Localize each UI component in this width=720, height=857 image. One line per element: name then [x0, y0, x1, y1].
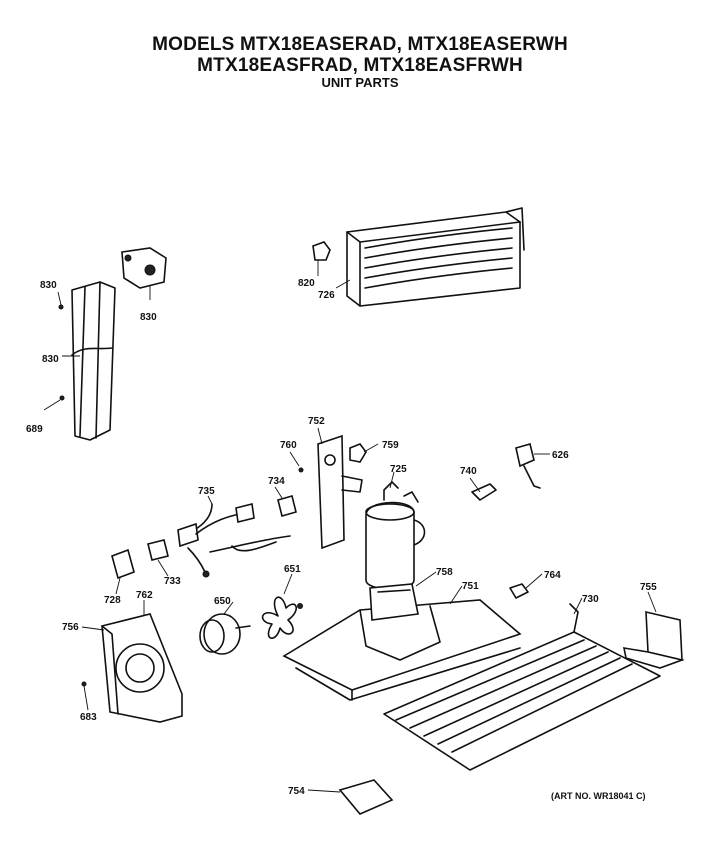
- part-764-clip: [509, 583, 529, 599]
- part-752-bracket: [317, 434, 363, 550]
- callout-830-screw: 830: [40, 280, 57, 291]
- callout-760: 760: [280, 440, 297, 451]
- part-830-bracket: [121, 247, 167, 289]
- part-650-fan-motor: [199, 613, 251, 655]
- part-754-bracket: [338, 779, 394, 815]
- part-728-capacitor: [111, 548, 135, 580]
- callout-725: 725: [390, 464, 407, 475]
- callout-626: 626: [552, 450, 569, 461]
- part-751-base-pan: [282, 599, 522, 701]
- callout-758: 758: [436, 567, 453, 578]
- callout-683: 683: [80, 712, 97, 723]
- callout-820: 820: [298, 278, 315, 289]
- art-number: (ART NO. WR18041 C): [551, 791, 646, 801]
- part-726-condenser: [346, 207, 525, 307]
- part-762-fan-shroud: [101, 613, 183, 723]
- leader-lines: [43, 260, 657, 793]
- part-830-screw: [58, 304, 64, 310]
- callout-830-channel: 830: [42, 354, 59, 365]
- part-759-grommet: [349, 443, 367, 463]
- part-820-grommet: [312, 241, 331, 261]
- callout-759: 759: [382, 440, 399, 451]
- callout-730: 730: [582, 594, 599, 605]
- callout-726: 726: [318, 290, 335, 301]
- part-651-fan-blade: [261, 596, 303, 639]
- part-725-compressor: [365, 481, 426, 590]
- callout-689: 689: [26, 424, 43, 435]
- part-689-screw: [59, 395, 65, 401]
- callout-734: 734: [268, 476, 285, 487]
- part-733-relay: [147, 539, 169, 561]
- callout-755: 755: [640, 582, 657, 593]
- part-830-channel: [71, 281, 116, 441]
- callout-830-bracket: 830: [140, 312, 157, 323]
- part-626-relay: [515, 443, 541, 489]
- callout-733: 733: [164, 576, 181, 587]
- part-735-harness: [177, 503, 291, 578]
- callout-651: 651: [284, 564, 301, 575]
- diagram-subtitle: UNIT PARTS: [321, 75, 399, 90]
- part-740-clip: [471, 483, 497, 501]
- diagram-title: MODELS MTX18EASERAD, MTX18EASERWH: [152, 34, 568, 55]
- callout-751: 751: [462, 581, 479, 592]
- part-760-screw: [298, 467, 304, 473]
- callout-754: 754: [288, 786, 305, 797]
- part-734-overload: [277, 495, 297, 517]
- part-683-screw: [81, 681, 87, 687]
- callout-752: 752: [308, 416, 325, 427]
- callout-762: 762: [136, 590, 153, 601]
- callout-756: 756: [62, 622, 79, 633]
- callout-650: 650: [214, 596, 231, 607]
- callout-728: 728: [104, 595, 121, 606]
- callout-740: 740: [460, 466, 477, 477]
- part-730-coil: [383, 603, 661, 771]
- part-758-compressor-mount: [369, 583, 419, 621]
- callout-764: 764: [544, 570, 561, 581]
- part-755-bracket: [622, 610, 685, 669]
- diagram-title-models: MTX18EASFRAD, MTX18EASFRWH: [197, 55, 523, 76]
- callout-735: 735: [198, 486, 215, 497]
